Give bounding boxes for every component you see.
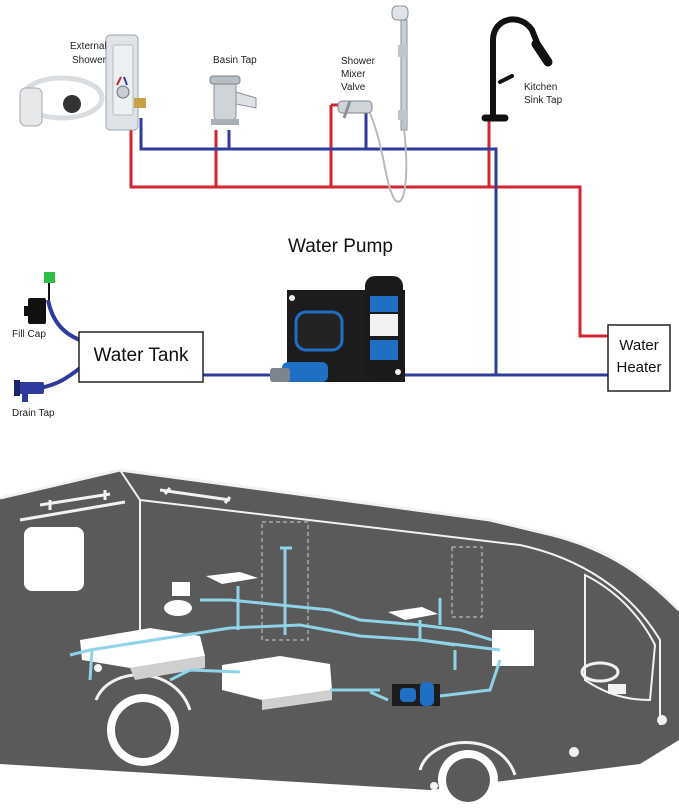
- drain-hose: [39, 366, 82, 390]
- rv-illustration: [0, 468, 679, 809]
- shower-mixer-icon: [337, 5, 409, 203]
- kitchen-tap-label-1: Kitchen: [524, 82, 558, 93]
- external-shower-label-1: External: [70, 41, 107, 52]
- hot-water-lines: [129, 103, 608, 338]
- water-heater-box: [607, 324, 671, 392]
- basin-tap-label: Basin Tap: [213, 55, 257, 66]
- water-tank-label: Water Tank: [93, 345, 189, 366]
- water-pump-icon: [270, 276, 405, 382]
- water-tank-box: [78, 331, 204, 383]
- water-heater-label-1: Water: [619, 337, 659, 354]
- kitchen-tap-icon: [481, 16, 553, 122]
- kitchen-tap-label-2: Sink Tap: [524, 95, 563, 106]
- shower-mixer-label-1: Shower: [341, 56, 375, 67]
- fill-cap-label: Fill Cap: [12, 329, 46, 340]
- basin-tap-icon: [209, 75, 257, 125]
- rv-pipes: [69, 546, 502, 702]
- hot-main-line: [129, 118, 608, 338]
- fill-hose: [46, 299, 81, 342]
- water-heater-label-2: Heater: [616, 359, 662, 376]
- drain-tap-label: Drain Tap: [12, 408, 55, 419]
- external-shower-label-2: Shower: [72, 55, 106, 66]
- drain-tap-icon: [14, 380, 44, 402]
- diagram-title: Water Pump: [288, 236, 393, 257]
- shower-mixer-label-3: Valve: [341, 82, 366, 93]
- shower-mixer-label-2: Mixer: [341, 69, 366, 80]
- cold-main-line: [139, 118, 498, 375]
- fill-cap-icon: [24, 272, 55, 324]
- external-shower-icon: [19, 34, 146, 131]
